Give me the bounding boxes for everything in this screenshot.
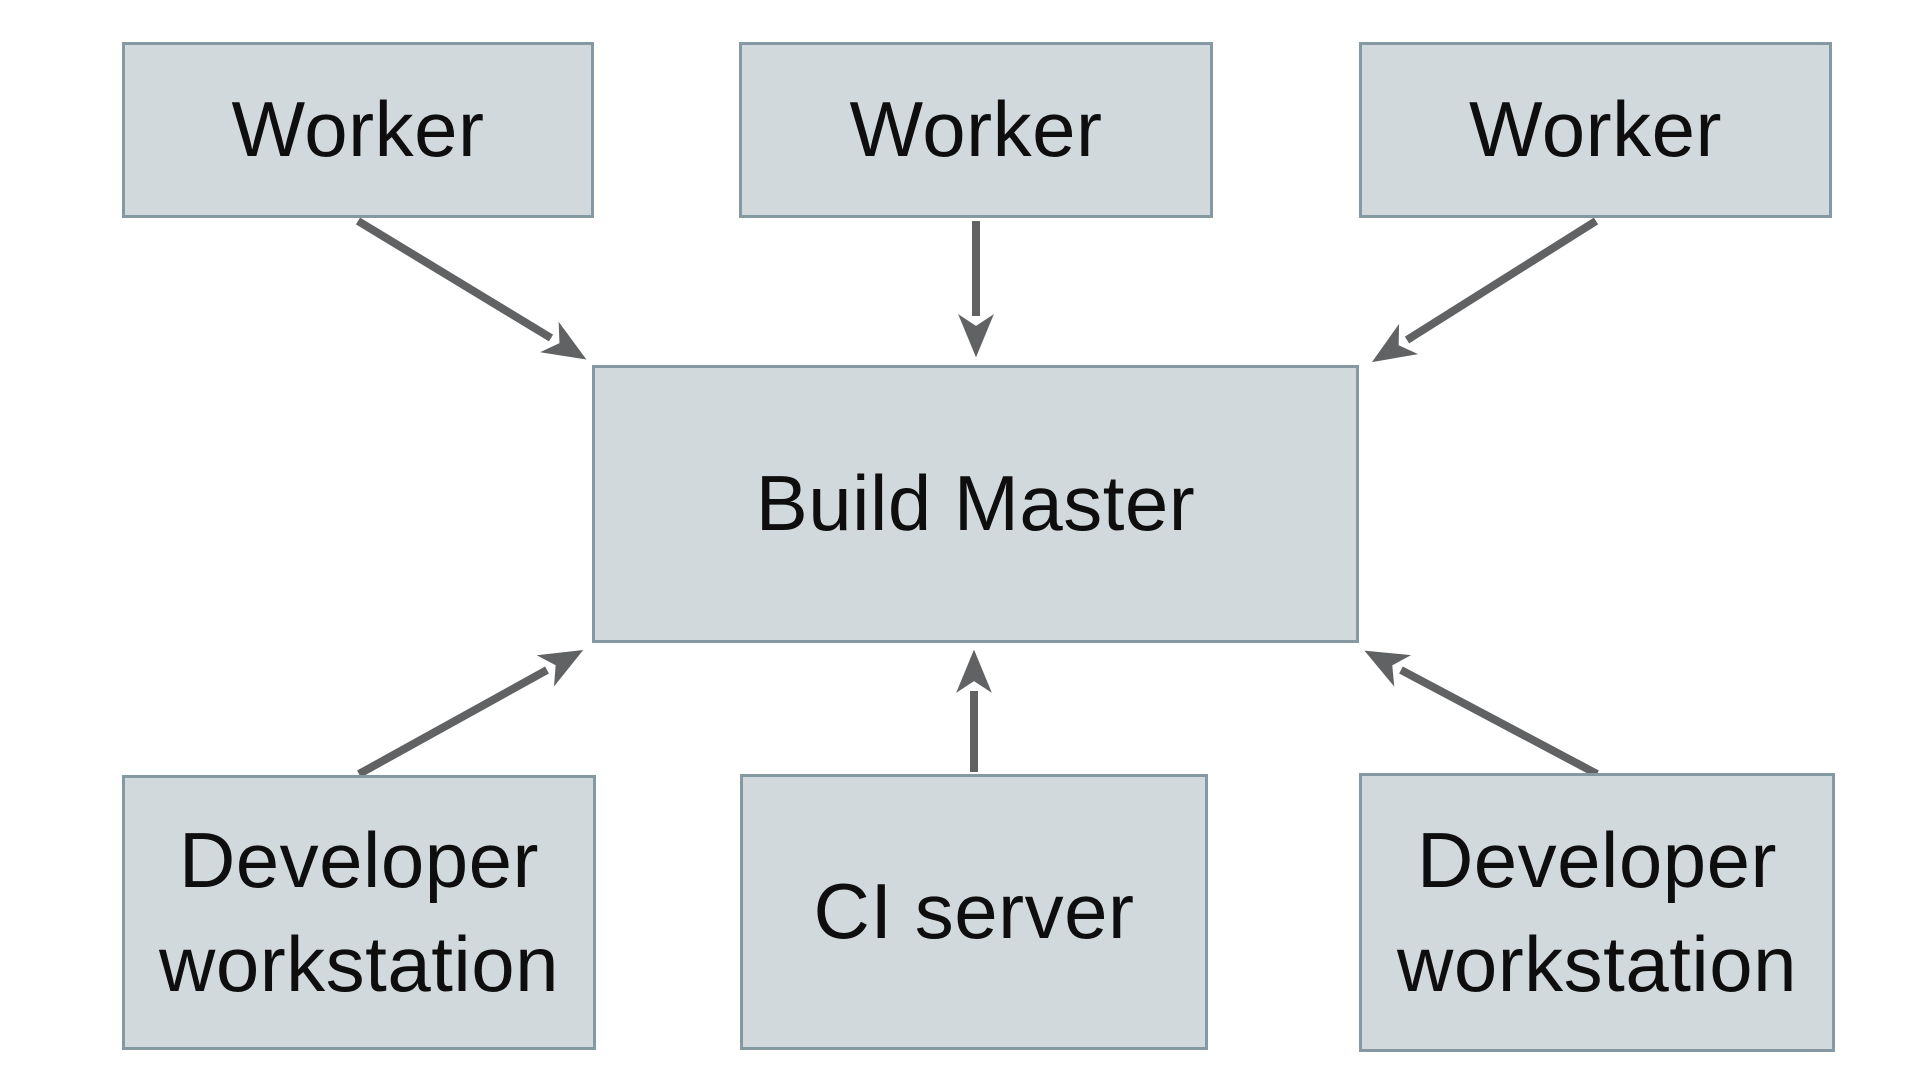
node-developer-workstation-left-label: Developer workstation bbox=[159, 815, 559, 1008]
node-worker-3: Worker bbox=[1359, 42, 1832, 218]
edge-worker1-to-buildmaster bbox=[355, 217, 587, 360]
node-developer-workstation-right-label: Developer workstation bbox=[1397, 815, 1797, 1008]
node-build-master: Build Master bbox=[592, 365, 1359, 643]
node-worker-3-label: Worker bbox=[1469, 85, 1722, 174]
node-developer-workstation-left: Developer workstation bbox=[122, 775, 596, 1050]
node-ci-server-label: CI server bbox=[813, 867, 1135, 956]
node-build-master-label: Build Master bbox=[755, 459, 1196, 548]
edge-devleft-to-buildmaster bbox=[357, 649, 584, 778]
node-worker-2-label: Worker bbox=[849, 85, 1103, 174]
node-worker-1-label: Worker bbox=[231, 85, 485, 174]
node-worker-2: Worker bbox=[739, 42, 1213, 218]
node-ci-server: CI server bbox=[740, 774, 1208, 1050]
node-developer-workstation-right: Developer workstation bbox=[1359, 773, 1835, 1052]
node-worker-1: Worker bbox=[122, 42, 594, 218]
edge-devright-to-buildmaster bbox=[1364, 650, 1599, 778]
edge-worker3-to-buildmaster bbox=[1371, 217, 1599, 363]
